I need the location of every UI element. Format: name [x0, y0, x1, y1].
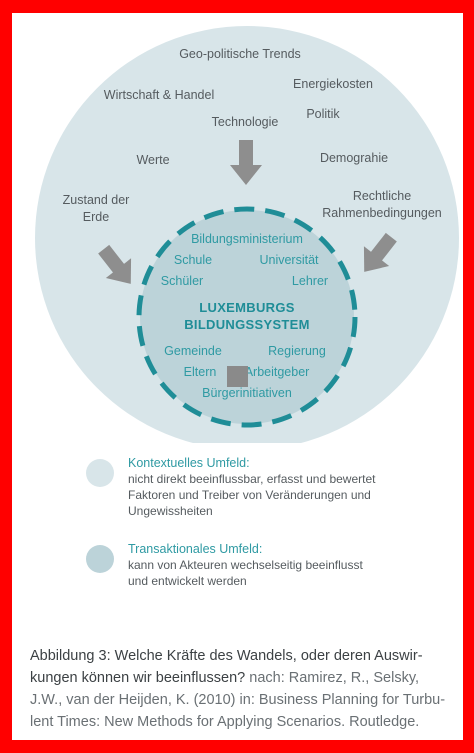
- legend-transactional-swatch: [86, 545, 114, 573]
- label-rahmenbedingungen: Rahmenbedingungen: [322, 206, 442, 220]
- label-rechtliche: Rechtliche: [353, 189, 411, 203]
- label-demografie: Demograhie: [320, 151, 388, 165]
- arrow-left-icon: [98, 244, 132, 284]
- figure-frame: Geo-politische Trends Wirtschaft & Hande…: [12, 13, 463, 740]
- core-title-line-2: BILDUNGSSYSTEM: [184, 317, 310, 332]
- transactional-environment-circle: [140, 210, 354, 424]
- label-zustand-der: Zustand der: [63, 193, 130, 207]
- caption-line-2: kungen können wir beeinflussen? nach: Ra…: [30, 667, 450, 689]
- label-lehrer: Lehrer: [292, 274, 328, 288]
- label-erde: Erde: [83, 210, 109, 224]
- core-title-line-1: LUXEMBURGS: [199, 300, 294, 315]
- legend-transactional: Transaktionales Umfeld: kann von Akteure…: [86, 541, 428, 591]
- legend-contextual-title: Kontextuelles Umfeld:: [128, 456, 250, 470]
- caption-line-3: J.W., van der Heijden, K. (2010) in: Bus…: [30, 692, 446, 708]
- label-politik: Politik: [306, 107, 340, 121]
- label-wirtschaft-handel: Wirtschaft & Handel: [104, 88, 214, 102]
- label-gemeinde: Gemeinde: [164, 344, 222, 358]
- label-technologie: Technologie: [212, 115, 279, 129]
- label-universitaet: Universität: [259, 253, 319, 267]
- label-bildungsministerium: Bildungsministerium: [191, 232, 303, 246]
- label-energiekosten: Energiekosten: [293, 77, 373, 91]
- legend-contextual-desc-2: Faktoren und Treiber von Veränderungen u…: [128, 488, 371, 502]
- figure-caption: Abbildung 3: Welche Kräfte des Wandels, …: [30, 645, 450, 733]
- legend-contextual-swatch: [86, 459, 114, 487]
- transactional-boundary-dashed: [136, 206, 358, 428]
- label-schule: Schule: [174, 253, 212, 267]
- legend-transactional-desc-2: und entwickelt werden: [128, 574, 247, 588]
- grey-square-marker: [227, 366, 248, 387]
- caption-line-1: Abbildung 3: Welche Kräfte des Wandels, …: [30, 648, 423, 664]
- label-regierung: Regierung: [268, 344, 326, 358]
- caption-line-4: lent Times: New Methods for Applying Sce…: [30, 714, 420, 730]
- arrow-right-icon: [363, 232, 397, 272]
- label-schueler: Schüler: [161, 274, 203, 288]
- caption-question-end: kungen können wir beeinflussen?: [30, 670, 246, 686]
- legend-contextual-desc-3: Ungewissheiten: [128, 504, 213, 518]
- legend-transactional-desc-1: kann von Akteuren wechselseitig beeinflu…: [128, 558, 363, 572]
- arrow-top-icon: [230, 140, 262, 185]
- caption-source-start: nach: Ramirez, R., Selsky,: [245, 670, 420, 686]
- label-buergerinitiativen: Bürgerinitiativen: [202, 386, 292, 400]
- legend-contextual-desc-1: nicht direkt beeinflussbar, erfasst und …: [128, 472, 376, 486]
- environment-diagram: Geo-politische Trends Wirtschaft & Hande…: [35, 26, 459, 443]
- label-geopolitische-trends: Geo-politische Trends: [179, 47, 301, 61]
- legend-transactional-title: Transaktionales Umfeld:: [128, 542, 263, 556]
- label-eltern: Eltern: [184, 365, 217, 379]
- label-werte: Werte: [136, 153, 169, 167]
- legend-contextual: Kontextuelles Umfeld: nicht direkt beein…: [86, 455, 428, 518]
- label-arbeitgeber: Arbeitgeber: [245, 365, 310, 379]
